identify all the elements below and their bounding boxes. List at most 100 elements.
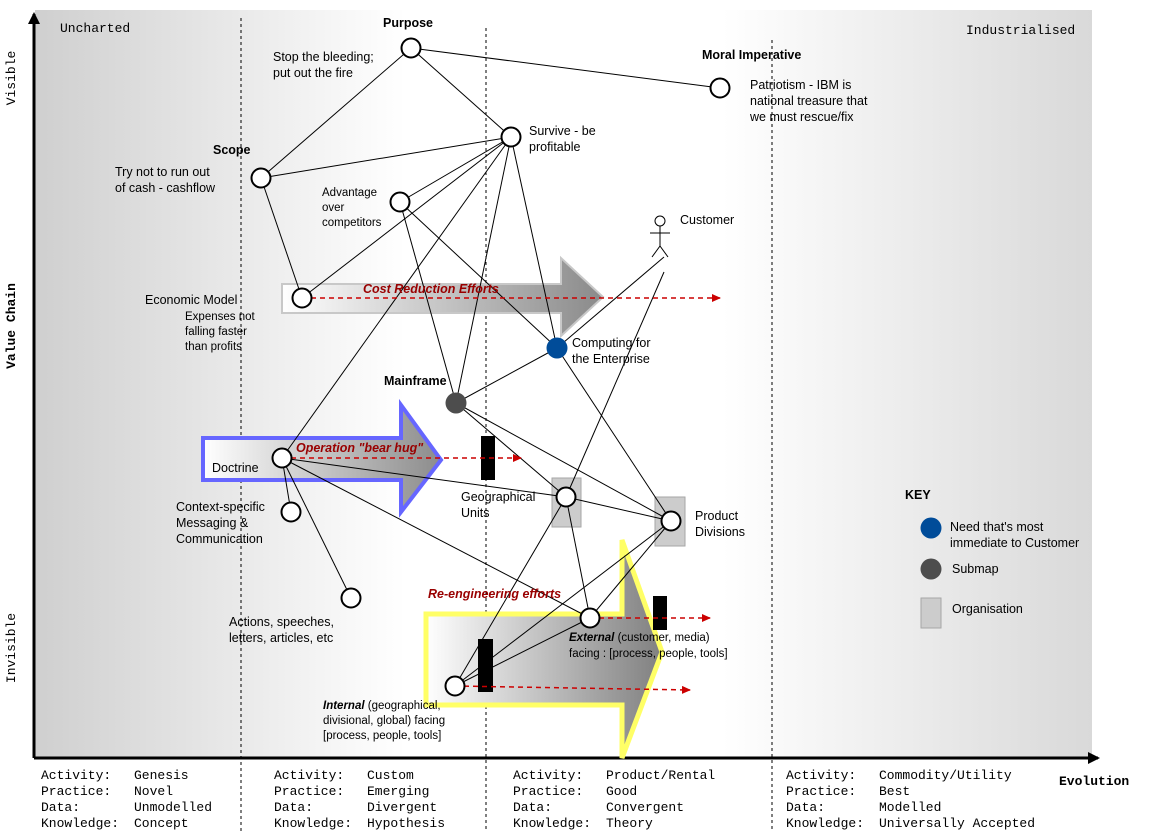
industrialised-label: Industrialised — [966, 23, 1075, 38]
moral-title: Moral Imperative — [702, 48, 801, 62]
bear-hug-label: Operation "bear hug" — [296, 441, 424, 455]
svg-text:Custom: Custom — [367, 768, 414, 783]
geo-line2: Units — [461, 506, 489, 520]
scope-node — [250, 167, 272, 189]
external-line1: External (customer, media) — [569, 632, 710, 644]
inertia-bar — [653, 596, 667, 630]
svg-text:Commodity/Utility: Commodity/Utility — [879, 768, 1012, 783]
advantage-line1: Advantage — [322, 187, 377, 199]
computing-line1: Computing for — [572, 336, 651, 350]
svg-text:Practice:: Practice: — [513, 784, 583, 799]
moral-line2: national treasure that — [750, 94, 868, 108]
svg-text:Novel: Novel — [134, 784, 173, 799]
legend-organisation-swatch — [920, 597, 942, 629]
advantage-line2: over — [322, 202, 345, 214]
mainframe-node — [445, 392, 467, 414]
survive-line1: Survive - be — [529, 124, 596, 138]
context-line1: Context-specific — [176, 500, 265, 514]
stage-custom: Activity: Custom Practice: Emerging Data: D… — [274, 768, 445, 831]
re-engineering-label: Re-engineering efforts — [428, 587, 561, 601]
svg-text:Knowledge:: Knowledge: — [41, 816, 119, 831]
svg-text:Practice:: Practice: — [41, 784, 111, 799]
economic-title: Economic Model — [145, 293, 237, 307]
mainframe-title: Mainframe — [384, 374, 447, 388]
internal-line2: divisional, global) facing — [323, 715, 445, 727]
svg-text:Universally Accepted: Universally Accepted — [879, 816, 1035, 831]
actions-line2: letters, articles, etc — [229, 631, 333, 645]
actions-node — [340, 587, 362, 609]
dependency-edges — [260, 47, 721, 687]
svg-text:Data:: Data: — [274, 800, 313, 815]
inertia-bar — [481, 436, 495, 480]
external-node — [579, 607, 601, 629]
y-axis-top-label: Visible — [4, 51, 19, 106]
legend-need-line2: immediate to Customer — [950, 536, 1079, 550]
actions-line1: Actions, speeches, — [229, 615, 334, 629]
svg-text:Activity:: Activity: — [513, 768, 583, 783]
uncharted-label: Uncharted — [60, 21, 130, 36]
svg-text:Knowledge:: Knowledge: — [786, 816, 864, 831]
purpose-line1: Stop the bleeding; — [273, 50, 374, 64]
svg-text:Genesis: Genesis — [134, 768, 189, 783]
internal-line3: [process, people, tools] — [323, 730, 441, 742]
svg-text:Emerging: Emerging — [367, 784, 429, 799]
purpose-title: Purpose — [383, 16, 433, 30]
survive-node — [500, 126, 522, 148]
x-axis-label: Evolution — [1059, 774, 1129, 789]
svg-text:Divergent: Divergent — [367, 800, 437, 815]
purpose-node — [400, 37, 422, 59]
economic-line2: falling faster — [185, 326, 247, 338]
svg-text:Activity:: Activity: — [274, 768, 344, 783]
legend-organisation-label: Organisation — [952, 602, 1023, 616]
evolution-arrow — [454, 685, 691, 694]
svg-text:Unmodelled: Unmodelled — [134, 800, 212, 815]
product-divisions-node — [660, 510, 682, 532]
inertia-bar — [478, 639, 493, 692]
context-line2: Messaging & — [176, 516, 249, 530]
svg-text:Data:: Data: — [786, 800, 825, 815]
legend-need-line1: Need that's most — [950, 520, 1044, 534]
survive-line2: profitable — [529, 140, 580, 154]
scope-line1: Try not to run out — [115, 165, 210, 179]
svg-text:Practice:: Practice: — [274, 784, 344, 799]
moral-line3: we must rescue/fix — [749, 110, 854, 124]
context-messaging-node — [280, 501, 302, 523]
legend-submap-label: Submap — [952, 562, 999, 576]
doctrine-label: Doctrine — [212, 461, 259, 475]
svg-text:Good: Good — [606, 784, 637, 799]
svg-text:Hypothesis: Hypothesis — [367, 816, 445, 831]
legend-title: KEY — [905, 488, 931, 502]
svg-text:Activity:: Activity: — [786, 768, 856, 783]
scope-title: Scope — [213, 143, 251, 157]
doctrine-node — [271, 447, 293, 469]
svg-text:Modelled: Modelled — [879, 800, 941, 815]
svg-text:Data:: Data: — [41, 800, 80, 815]
geo-line1: Geographical — [461, 490, 535, 504]
external-line2: facing : [process, people, tools] — [569, 648, 728, 660]
svg-text:Product/Rental: Product/Rental — [606, 768, 715, 783]
customer-label: Customer — [680, 213, 734, 227]
legend-submap-swatch — [920, 558, 942, 580]
svg-text:Data:: Data: — [513, 800, 552, 815]
stage-product: Activity: Product/Rental Practice: Good Da… — [513, 768, 715, 831]
economic-line3: than profits — [185, 341, 242, 353]
svg-text:Theory: Theory — [606, 816, 653, 831]
customer-icon — [650, 215, 670, 258]
svg-text:Activity:: Activity: — [41, 768, 111, 783]
product-line2: Divisions — [695, 525, 745, 539]
svg-text:Practice:: Practice: — [786, 784, 856, 799]
cost-reduction-label: Cost Reduction Efforts — [363, 282, 499, 296]
advantage-line3: competitors — [322, 217, 382, 229]
geographical-units-node — [555, 486, 577, 508]
context-line3: Communication — [176, 532, 263, 546]
stage-genesis: Activity: Genesis Practice: Novel Data: Unm… — [41, 768, 212, 831]
stage-commodity: Activity:Commodity/Utility Practice:Best… — [786, 768, 1035, 831]
computing-node — [546, 337, 568, 359]
moral-line1: Patriotism - IBM is — [750, 78, 851, 92]
y-axis-label: Value Chain — [4, 283, 19, 369]
economic-model-node — [291, 287, 313, 309]
legend-need-swatch — [920, 517, 942, 539]
svg-text:Convergent: Convergent — [606, 800, 684, 815]
svg-text:Knowledge:: Knowledge: — [274, 816, 352, 831]
